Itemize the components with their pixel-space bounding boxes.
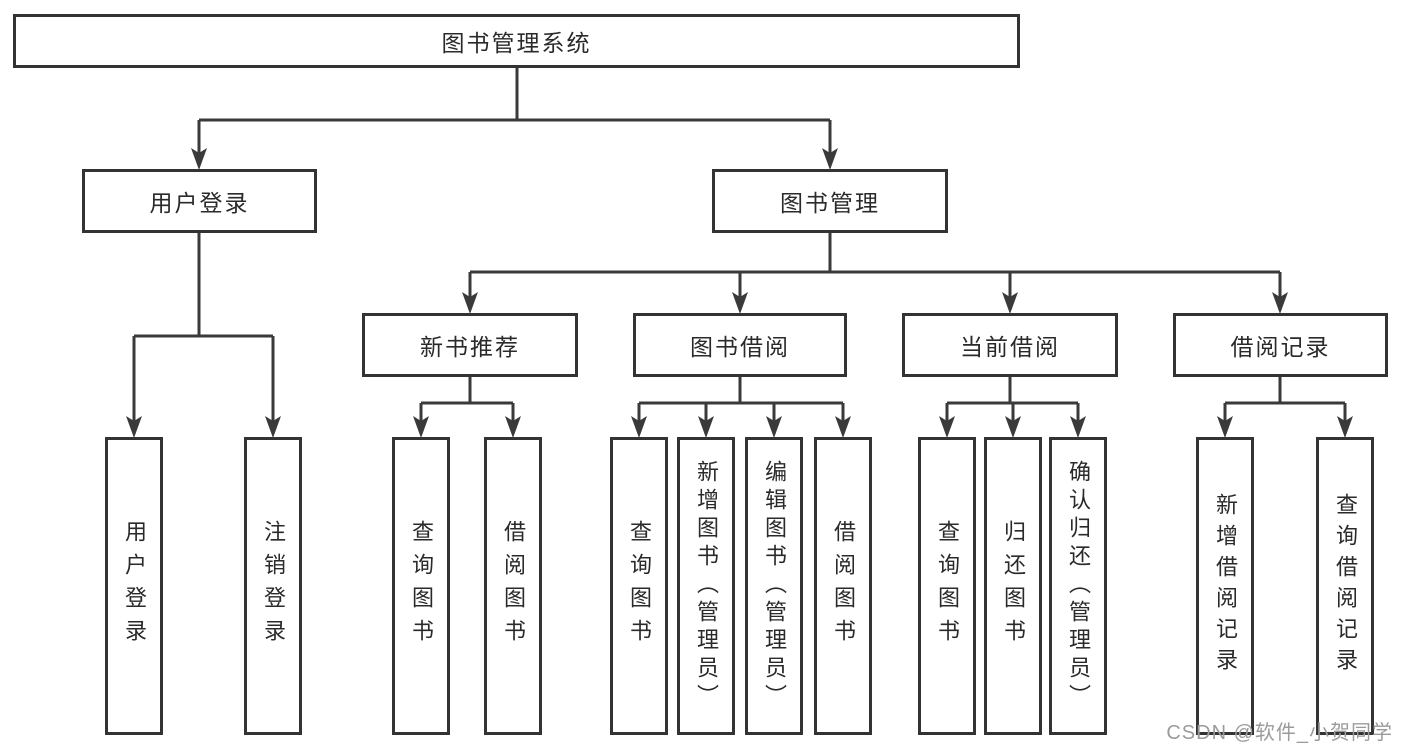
- node-confirm-return-admin: 确认归还（管理员）: [1049, 437, 1107, 735]
- connector-book-borrow-children: [637, 377, 845, 428]
- node-root-system: 图书管理系统: [13, 14, 1020, 68]
- node-new-book-recommend: 新书推荐: [362, 313, 578, 377]
- node-borrow-records: 借阅记录: [1173, 313, 1388, 377]
- connector-user-login-children: [132, 233, 275, 428]
- node-return-book: 归还图书: [984, 437, 1042, 735]
- node-query-borrow-record: 查询借阅记录: [1316, 437, 1374, 735]
- connector-root-to-level2: [197, 68, 832, 160]
- arrowheads: [126, 148, 1353, 438]
- node-add-book-admin: 新增图书（管理员）: [677, 437, 735, 735]
- node-edit-book-admin: 编辑图书（管理员）: [745, 437, 803, 735]
- connector-borrow-record-children: [1223, 377, 1347, 428]
- node-borrow-books-action: 借阅图书: [814, 437, 872, 735]
- connector-book-management-children: [468, 232, 1282, 304]
- node-borrow-books-recommend: 借阅图书: [484, 437, 542, 735]
- node-current-borrow: 当前借阅: [902, 313, 1118, 377]
- connector-new-book-children: [419, 377, 515, 428]
- node-query-books-recommend: 查询图书: [392, 437, 450, 735]
- node-add-borrow-record: 新增借阅记录: [1196, 437, 1254, 735]
- node-logout-action: 注销登录: [244, 437, 302, 735]
- connector-current-borrow-children: [945, 377, 1080, 428]
- csdn-watermark: CSDN @软件_小贺同学: [1166, 722, 1393, 744]
- node-user-login: 用户登录: [82, 169, 317, 233]
- node-query-books-current: 查询图书: [918, 437, 976, 735]
- node-book-borrow: 图书借阅: [633, 313, 847, 377]
- node-book-management: 图书管理: [712, 169, 948, 233]
- node-user-login-action: 用户登录: [105, 437, 163, 735]
- node-query-books-borrow: 查询图书: [610, 437, 668, 735]
